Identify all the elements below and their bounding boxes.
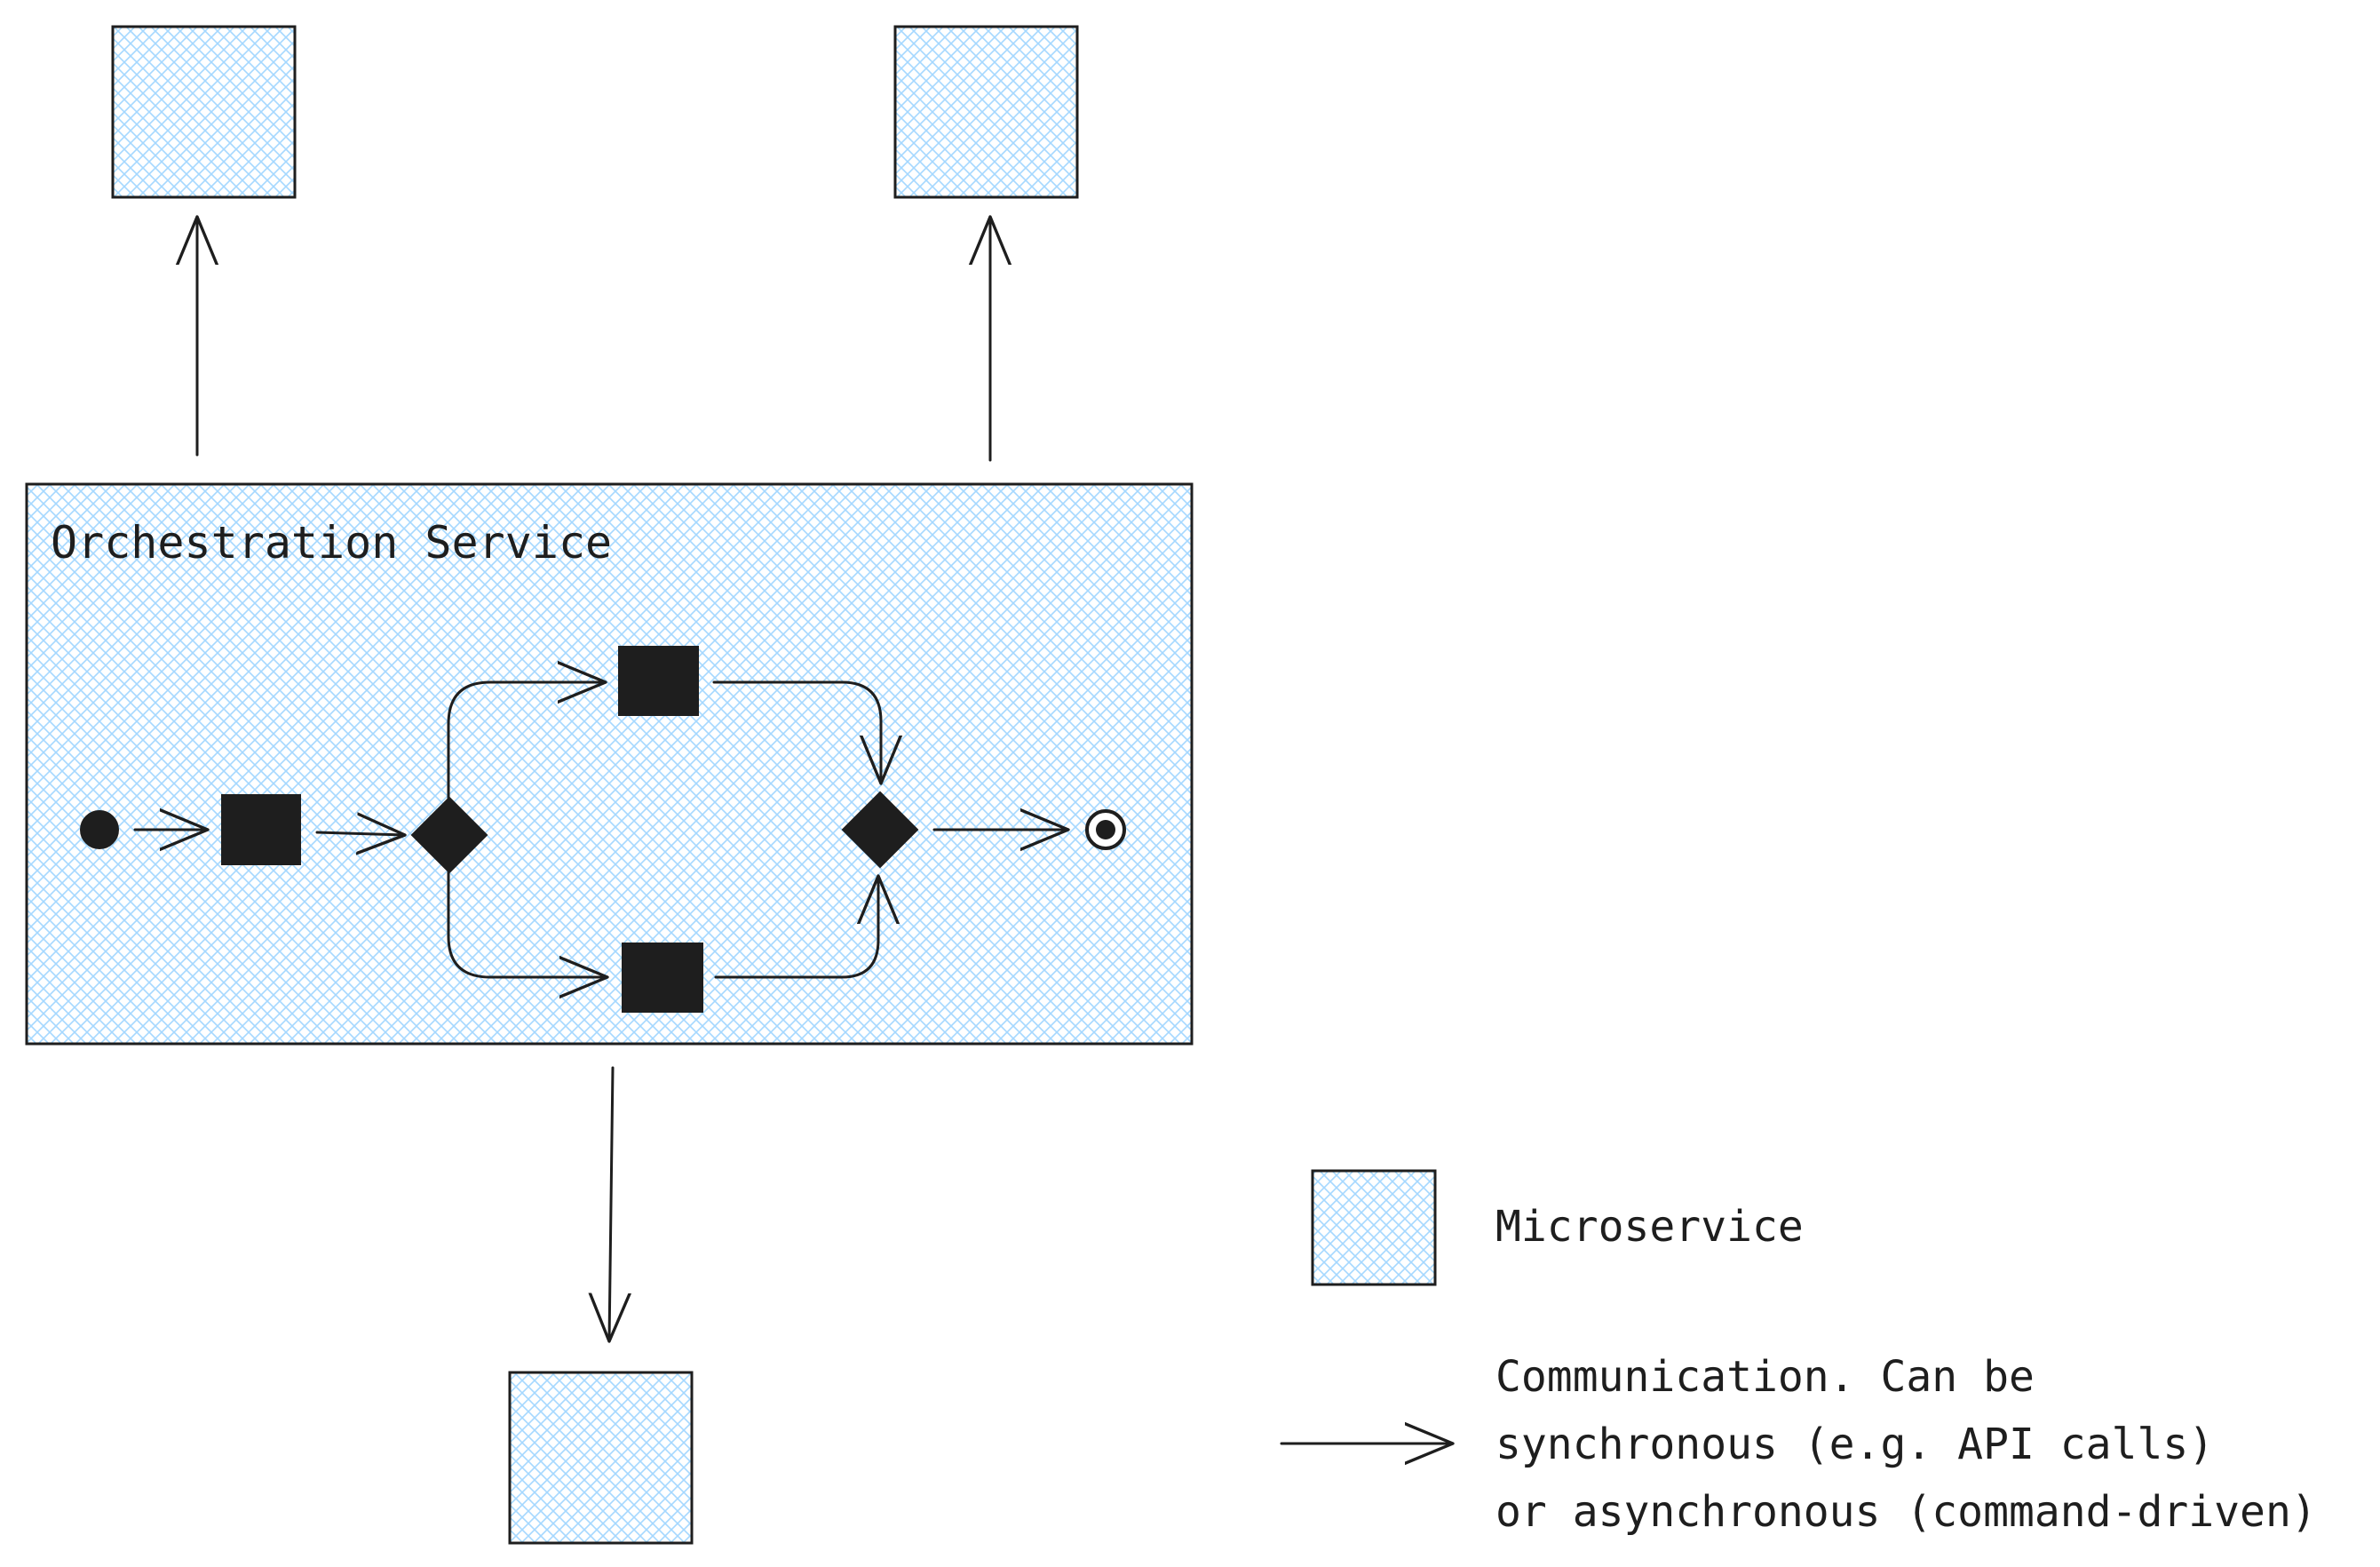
legend-microservice-swatch xyxy=(1311,1169,1437,1286)
microservice-box-top-right xyxy=(893,25,1079,199)
workflow-end-node xyxy=(1085,809,1126,850)
workflow-arrow-lower-task-to-join xyxy=(714,876,878,979)
orchestration-service-box xyxy=(25,482,1194,1046)
legend-microservice-label: Microservice xyxy=(1495,1202,1804,1252)
arrow-to-bottom-service xyxy=(609,1066,613,1341)
legend-communication-line-3: or asynchronous (command-driven) xyxy=(1495,1487,2317,1537)
microservice-box-bottom xyxy=(508,1371,694,1545)
workflow-start-node xyxy=(80,810,119,849)
workflow-join-gateway xyxy=(841,791,919,869)
legend-communication-line-1: Communication. Can be xyxy=(1495,1352,2035,1402)
workflow-arrow-split-to-upper-task xyxy=(447,682,606,799)
legend-communication-line-2: synchronous (e.g. API calls) xyxy=(1495,1420,2214,1469)
workflow-task-lower xyxy=(622,943,703,1013)
workflow-arrow-task-to-split xyxy=(315,832,405,835)
orchestration-service-title: Orchestration Service xyxy=(51,517,612,569)
workflow-task-initial xyxy=(221,794,301,865)
microservice-box-top-left xyxy=(111,25,297,199)
workflow-arrow-upper-task-to-join xyxy=(712,680,881,784)
workflow-arrow-split-to-lower-task xyxy=(447,871,607,977)
workflow-task-upper xyxy=(618,646,699,716)
